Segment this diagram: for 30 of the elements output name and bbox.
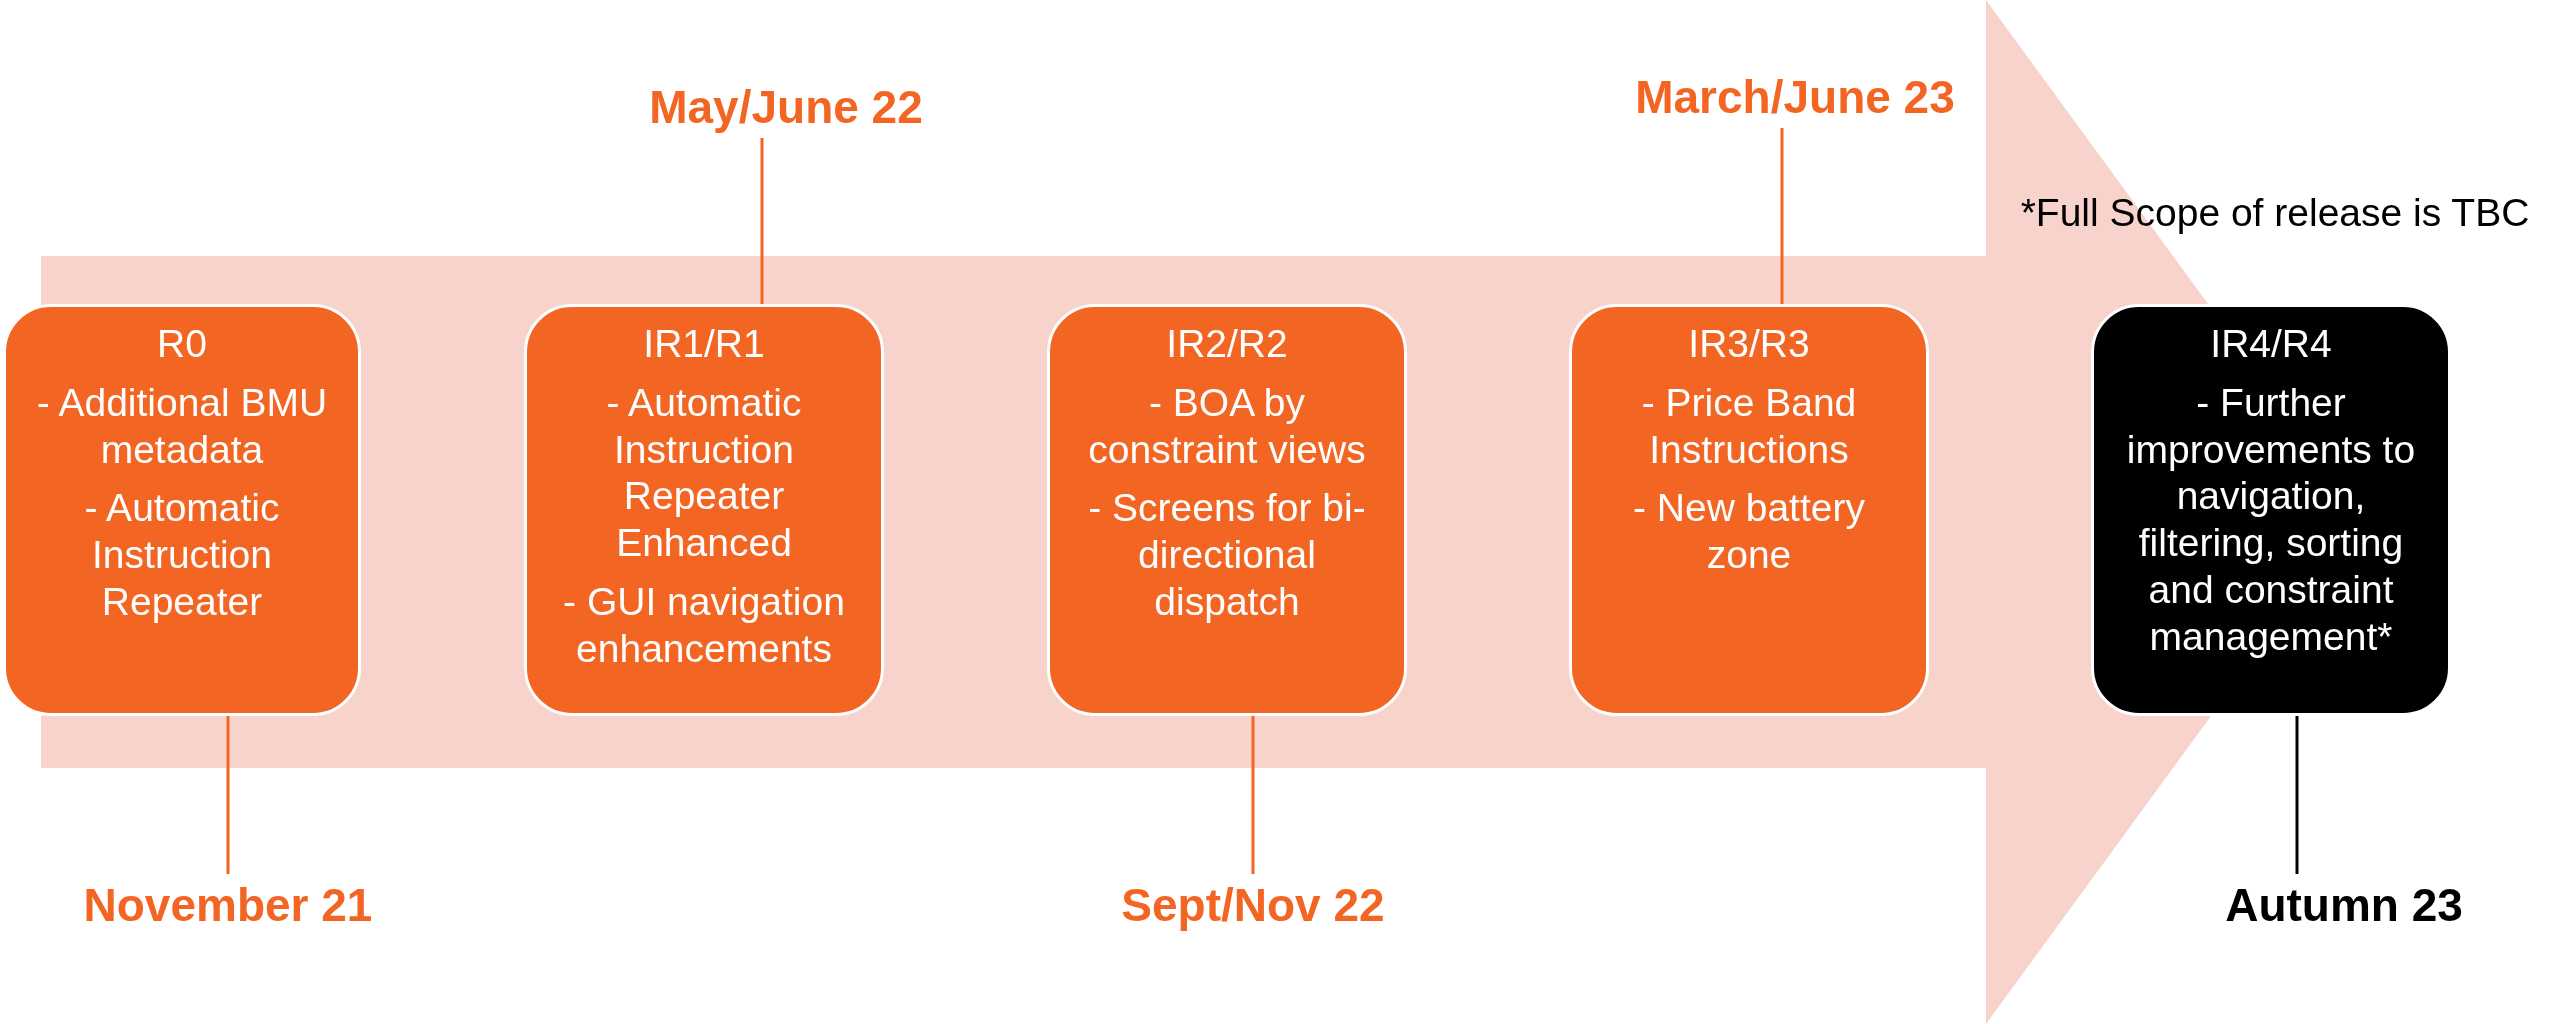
release-box [2091,304,2451,716]
leader-line [2295,716,2299,874]
release-box [1569,304,1929,716]
release-box [3,304,361,716]
date-label: March/June 23 [1635,70,1955,124]
feature-item: - New battery zone [1632,485,1866,579]
feature-item: - Automatic Instruction Repeater Enhanced [605,379,803,567]
note-text: *Full Scope of release is TBC [2020,190,2530,236]
date-label: November 21 [83,878,373,932]
release-title: IR3/R3 [1688,321,1810,367]
date-label: Sept/Nov 22 [1121,878,1385,932]
release-box [524,304,884,716]
leader-line [1780,128,1784,304]
date-label: Autumn 23 [2225,878,2463,932]
feature-item: - Price Band Instructions [1640,379,1858,473]
release-box [1047,304,1407,716]
feature-item: - Further improvements to navigation, filtering, sorting and constraint management* [2125,379,2417,660]
release-title: R0 [157,321,207,367]
feature-item: - GUI navigation enhancements [562,579,846,672]
release-title: IR2/R2 [1166,321,1288,367]
release-title: IR1/R1 [643,321,765,367]
leader-line [226,716,230,874]
feature-item: - Additional BMU metadata [35,379,329,473]
date-label: May/June 22 [649,80,923,134]
release-title: IR4/R4 [2210,321,2332,367]
feature-item: - Automatic Instruction Repeater [83,485,281,625]
feature-item: - Screens for bi-directional dispatch [1087,485,1367,625]
leader-line [1251,716,1255,874]
leader-line [760,138,764,304]
feature-item: - BOA by constraint views [1087,379,1367,473]
